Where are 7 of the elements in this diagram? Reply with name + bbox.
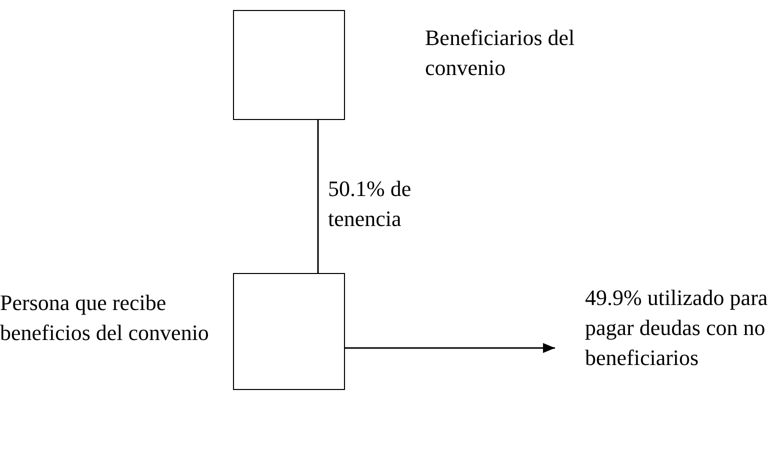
ownership-box bbox=[233, 273, 345, 390]
ownership-box bbox=[233, 10, 345, 120]
arrow bbox=[345, 343, 555, 353]
node-text: 49.9% utilizado para pagar deudas con no beneficiarios bbox=[585, 283, 770, 373]
connector-line bbox=[317, 120, 319, 273]
node-caption: Persona que recibe beneficios del convenio bbox=[0, 289, 210, 347]
node-caption: Beneficiarios del convenio bbox=[425, 24, 576, 82]
